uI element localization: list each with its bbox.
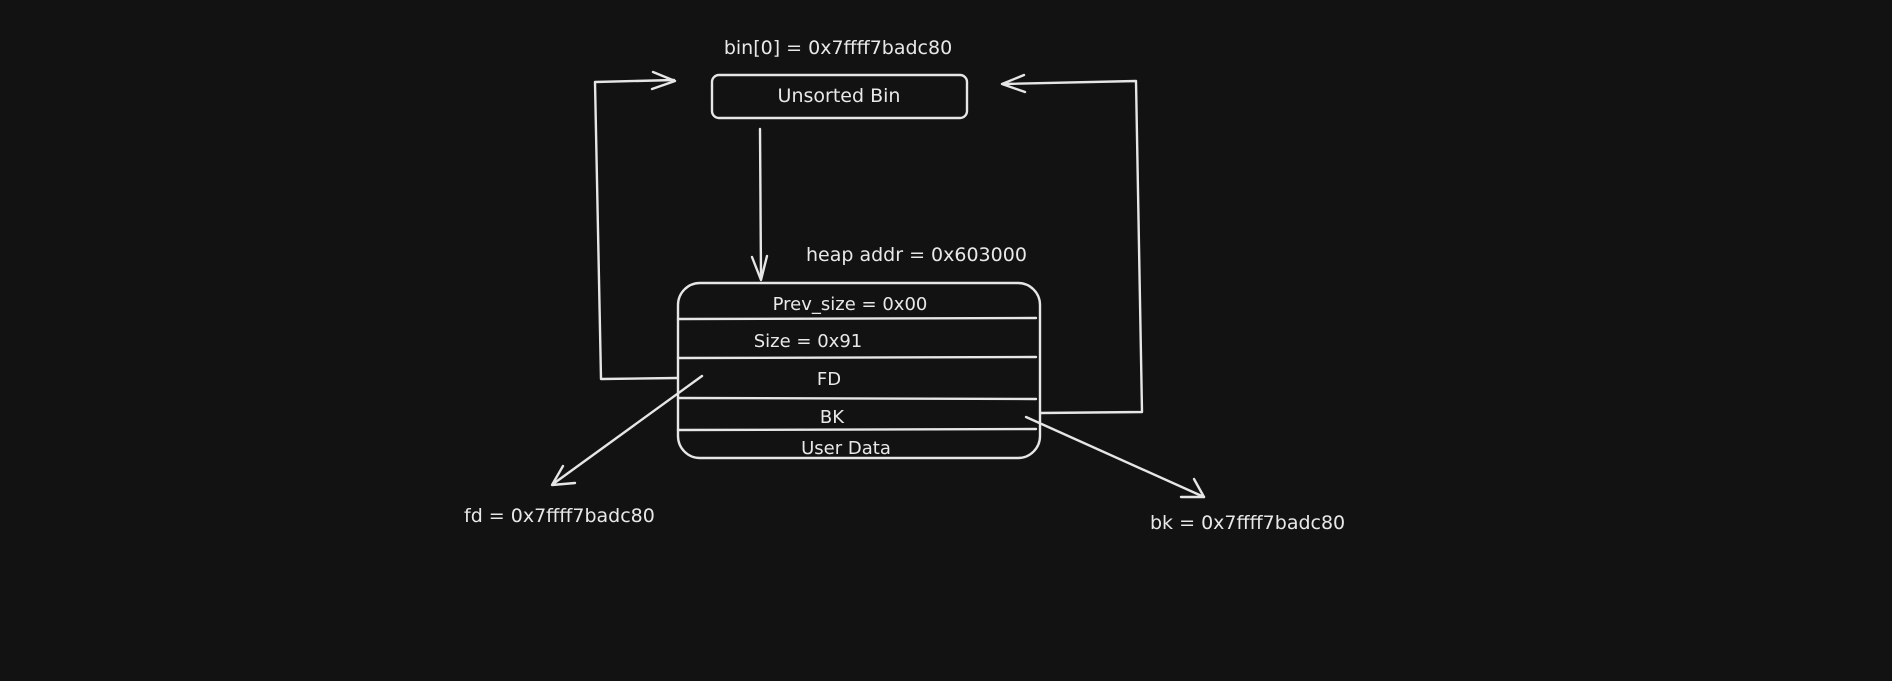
unsorted-bin-box: Unsorted Bin (710, 73, 969, 120)
fd-pointer-arrow-shaft (551, 374, 704, 486)
fd-value-label: fd = 0x7ffff7badc80 (464, 505, 655, 527)
heap-chunk-box: Prev_size = 0x00 Size = 0x91 FD BK User … (676, 281, 1042, 460)
chunk-divider-2 (676, 355, 1038, 360)
fd-loop-arrow-path (593, 78, 679, 381)
bk-pointer-arrow (1024, 415, 1206, 499)
bin-address-label: bin[0] = 0x7ffff7badc80 (724, 37, 952, 59)
bk-loop-arrow (1000, 73, 1144, 415)
chunk-divider-3 (676, 396, 1038, 401)
chunk-row-size: Size = 0x91 (754, 331, 862, 352)
fd-pointer-arrowhead (550, 464, 577, 487)
bin-to-chunk-arrow-shaft (758, 127, 763, 279)
chunk-row-prev-size: Prev_size = 0x00 (773, 294, 928, 315)
bk-value-label: bk = 0x7ffff7badc80 (1150, 512, 1345, 534)
chunk-divider-1 (676, 316, 1038, 321)
heap-address-label: heap addr = 0x603000 (806, 244, 1027, 266)
fd-pointer-arrow (550, 374, 704, 487)
bk-pointer-arrow-shaft (1024, 415, 1206, 499)
heap-chunk-outline (676, 281, 1042, 460)
bk-loop-arrow-path (1001, 79, 1144, 415)
chunk-divider-4 (676, 427, 1038, 432)
fd-loop-arrowhead (650, 70, 677, 91)
chunk-row-user-data: User Data (801, 438, 891, 459)
bk-pointer-arrowhead (1179, 477, 1206, 499)
bk-loop-arrowhead (1000, 73, 1027, 94)
chunk-row-bk: BK (820, 407, 845, 428)
chunk-row-fd: FD (817, 369, 841, 390)
unsorted-bin-box-outline (710, 73, 969, 120)
unsorted-bin-box-label: Unsorted Bin (778, 85, 901, 107)
bin-to-chunk-arrowhead (750, 254, 769, 282)
fd-loop-arrow (593, 70, 679, 381)
bin-to-chunk-arrow (750, 127, 769, 282)
